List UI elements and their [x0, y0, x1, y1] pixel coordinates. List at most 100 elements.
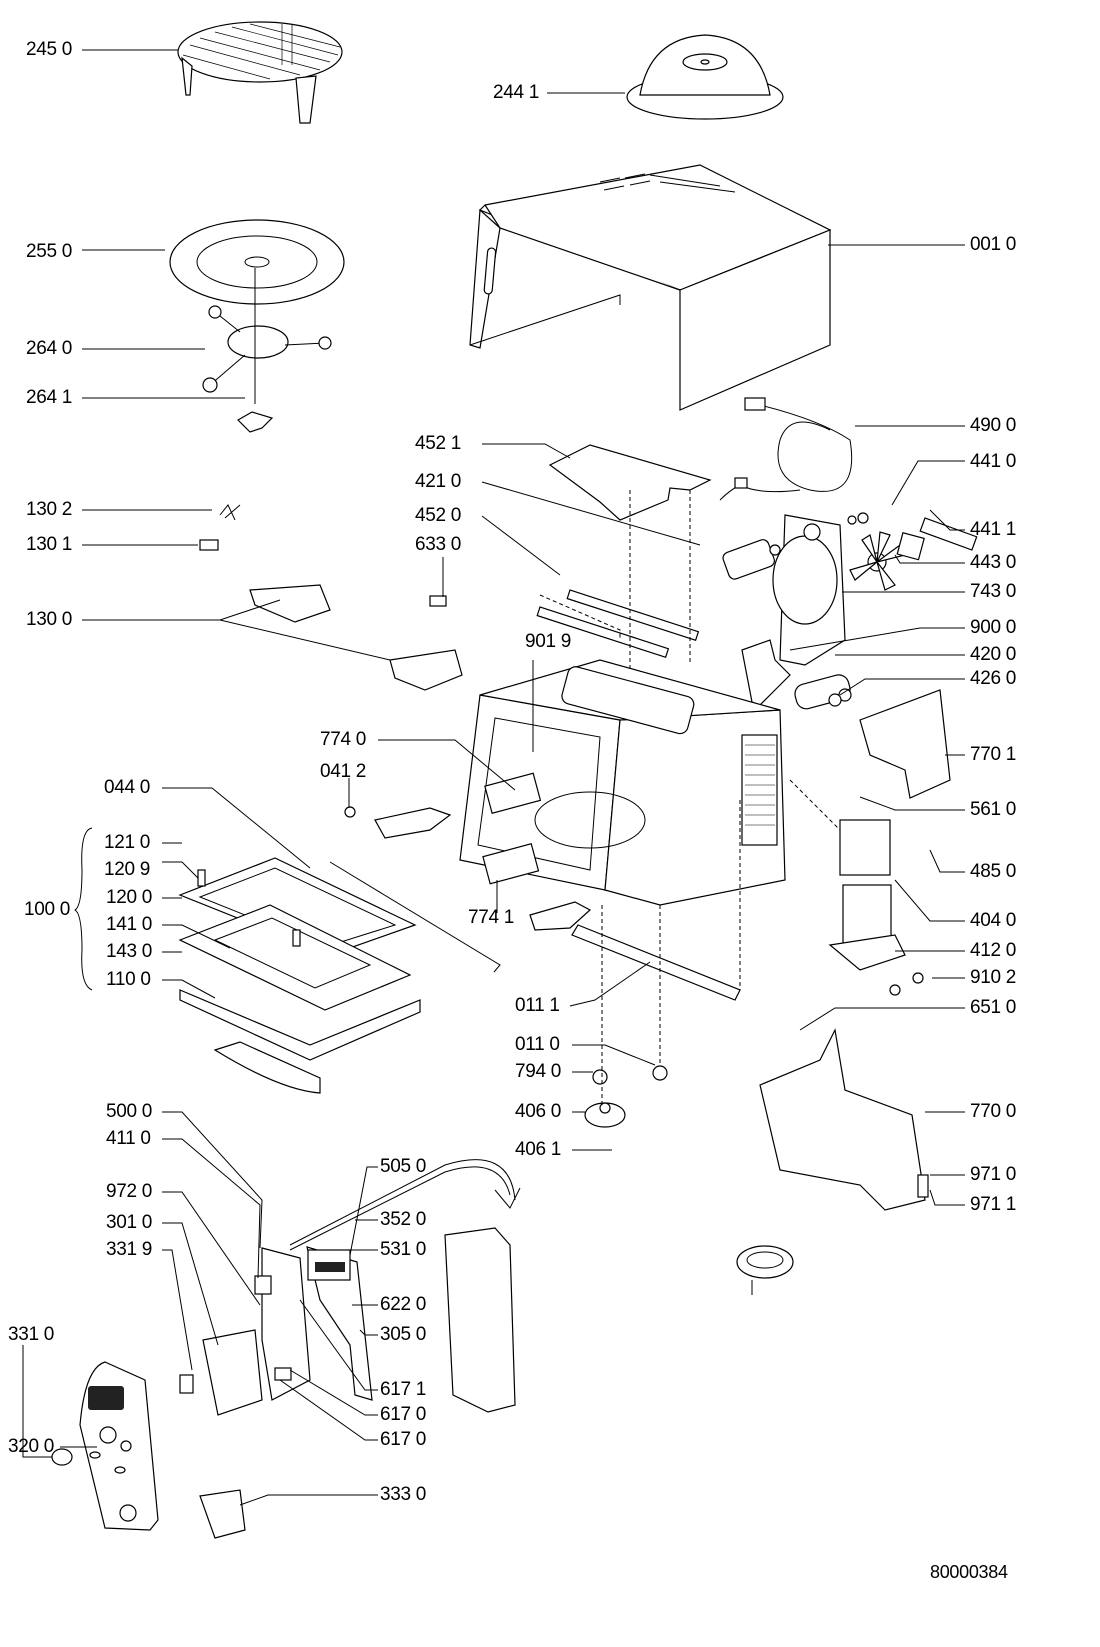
- part-label-561-0: 561 0: [970, 799, 1017, 820]
- part-label-320-0: 320 0: [8, 1436, 55, 1457]
- part-label-901-9: 901 9: [525, 631, 572, 652]
- fan-housing-drawing: [772, 512, 869, 666]
- part-label-121-0: 121 0: [104, 832, 151, 853]
- part-label-651-0: 651 0: [970, 997, 1017, 1018]
- part-label-774-1: 774 1: [468, 907, 515, 928]
- part-label-617-0-b: 617 0: [380, 1429, 427, 1450]
- capacitor-drawing: [794, 674, 852, 710]
- part-label-041-2: 041 2: [320, 761, 367, 782]
- part-label-100-0: 100 0: [24, 899, 71, 920]
- grill-rack-drawing: [177, 21, 343, 124]
- part-label-971-0: 971 0: [970, 1164, 1017, 1185]
- grille-drawing: [736, 1245, 794, 1295]
- knob-333-drawing: [199, 1489, 246, 1539]
- part-label-255-0: 255 0: [26, 241, 73, 262]
- air-duct-drawing: [859, 689, 951, 799]
- heater-cover-drawing: [548, 444, 712, 521]
- part-label-011-1: 011 1: [515, 995, 560, 1016]
- part-label-120-9: 120 9: [104, 859, 151, 880]
- part-label-770-1: 770 1: [970, 744, 1017, 765]
- bracket-drawing: [919, 517, 978, 551]
- part-label-352-0: 352 0: [380, 1209, 427, 1230]
- part-label-245-0: 245 0: [26, 39, 73, 60]
- power-cord-drawing: [719, 397, 853, 501]
- part-label-770-0: 770 0: [970, 1101, 1017, 1122]
- part-label-971-1: 971 1: [970, 1194, 1017, 1215]
- part-label-443-0: 443 0: [970, 552, 1017, 573]
- part-label-617-1: 617 1: [380, 1379, 427, 1400]
- part-label-305-0: 305 0: [380, 1324, 427, 1345]
- part-label-412-0: 412 0: [970, 940, 1017, 961]
- part-label-130-0: 130 0: [26, 609, 73, 630]
- part-label-011-0: 011 0: [515, 1034, 560, 1055]
- panel-frame-drawing: [444, 1227, 516, 1413]
- part-label-264-1: 264 1: [26, 387, 73, 408]
- part-label-441-1: 441 1: [970, 519, 1017, 540]
- rail-drawing: [571, 924, 741, 1001]
- part-label-617-0-a: 617 0: [380, 1404, 427, 1425]
- part-label-633-0: 633 0: [415, 534, 462, 555]
- fan-motor-drawing: [722, 539, 781, 580]
- part-label-406-1: 406 1: [515, 1139, 562, 1160]
- part-label-743-0: 743 0: [970, 581, 1017, 602]
- part-label-500-0: 500 0: [106, 1101, 153, 1122]
- transformer-drawing: [828, 884, 906, 971]
- part-label-110-0: 110 0: [106, 969, 151, 990]
- part-label-244-1: 244 1: [493, 82, 540, 103]
- outer-casing-drawing: [469, 164, 832, 411]
- part-label-001-0: 001 0: [970, 234, 1017, 255]
- part-label-411-0: 411 0: [106, 1128, 151, 1149]
- part-label-406-0: 406 0: [515, 1101, 562, 1122]
- part-label-794-0: 794 0: [515, 1061, 562, 1082]
- part-label-143-0: 143 0: [106, 941, 153, 962]
- magnetron-drawing: [839, 819, 891, 876]
- duct-770-drawing: [759, 1028, 926, 1211]
- part-label-441-0: 441 0: [970, 451, 1017, 472]
- turntable-plate-drawing: [169, 219, 345, 305]
- part-label-426-0: 426 0: [970, 668, 1017, 689]
- part-label-452-1: 452 1: [415, 433, 462, 454]
- part-label-331-0: 331 0: [8, 1324, 55, 1345]
- part-label-452-0: 452 0: [415, 505, 462, 526]
- door-assembly-drawing: [178, 857, 421, 1094]
- control-board-drawing: [179, 1246, 373, 1416]
- part-label-774-0: 774 0: [320, 729, 367, 750]
- part-label-130-1: 130 1: [26, 534, 73, 555]
- part-label-141-0: 141 0: [106, 914, 153, 935]
- part-label-505-0: 505 0: [380, 1156, 427, 1177]
- oven-cavity-drawing: [459, 659, 786, 906]
- door-spring-drawing: [329, 861, 501, 973]
- part-label-972-0: 972 0: [106, 1181, 153, 1202]
- part-label-331-9: 331 9: [106, 1239, 153, 1260]
- fan-blade-drawing: [849, 531, 906, 591]
- part-label-421-0: 421 0: [415, 471, 462, 492]
- document-code: 80000384: [930, 1562, 1008, 1582]
- part-label-264-0: 264 0: [26, 338, 73, 359]
- plate-774-drawing: [374, 807, 452, 839]
- dome-cover-drawing: [626, 34, 784, 120]
- part-label-910-2: 910 2: [970, 967, 1017, 988]
- part-label-130-2: 130 2: [26, 499, 73, 520]
- part-label-622-0: 622 0: [380, 1294, 427, 1315]
- part-label-490-0: 490 0: [970, 415, 1017, 436]
- part-label-044-0: 044 0: [104, 777, 151, 798]
- control-panel-drawing: [79, 1361, 159, 1531]
- part-label-301-0: 301 0: [106, 1212, 153, 1233]
- part-label-900-0: 900 0: [970, 617, 1017, 638]
- roller-support-drawing: [202, 305, 332, 393]
- part-label-531-0: 531 0: [380, 1239, 427, 1260]
- part-label-120-0: 120 0: [106, 887, 153, 908]
- part-label-333-0: 333 0: [380, 1484, 427, 1505]
- part-label-404-0: 404 0: [970, 910, 1017, 931]
- curved-arrow-drawing: [289, 1159, 521, 1251]
- turntable-motor-drawing: [584, 1102, 626, 1128]
- part-label-420-0: 420 0: [970, 644, 1017, 665]
- switch-holder-drawing: [249, 584, 463, 691]
- leader-lines: [22, 49, 965, 1506]
- heating-element-drawing: [536, 589, 700, 659]
- part-label-485-0: 485 0: [970, 861, 1017, 882]
- assembly-brace: [73, 827, 93, 991]
- coupler-drawing: [237, 411, 274, 433]
